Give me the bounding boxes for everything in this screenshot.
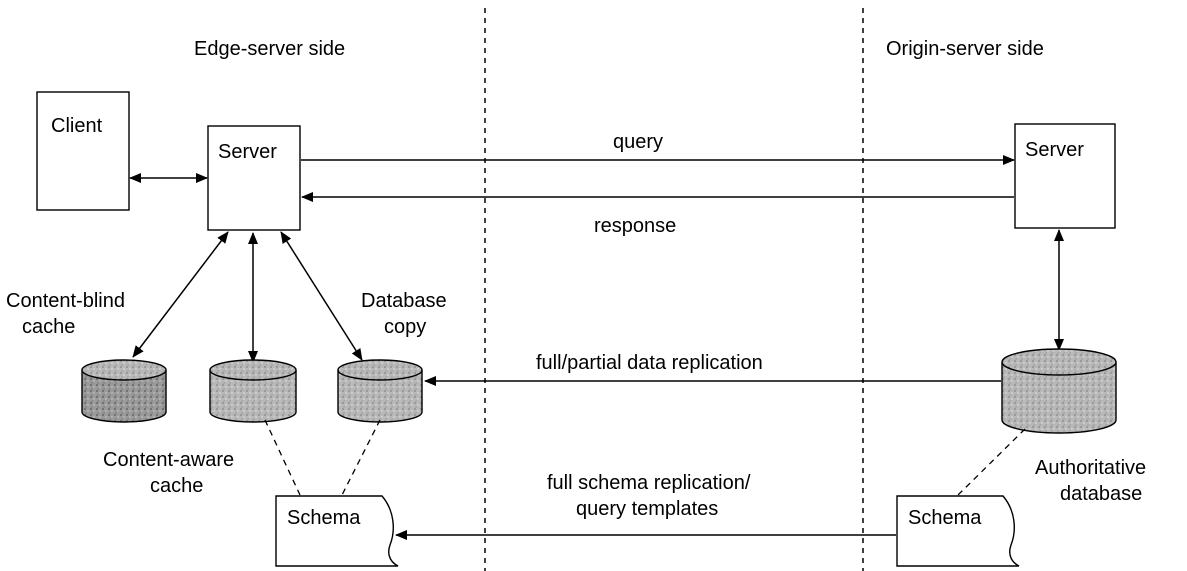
edge-server-box: Server xyxy=(207,125,301,231)
content-aware-cache-cylinder xyxy=(209,359,297,423)
response-label: response xyxy=(594,215,676,237)
origin-server-label: Server xyxy=(1025,139,1084,161)
schema-replication-label: full schema replication/ query templates xyxy=(547,472,756,520)
content-blind-cache-cylinder xyxy=(81,359,167,423)
origin-schema-label: Schema xyxy=(908,507,982,529)
authoritative-database-label: Authoritative database xyxy=(1035,457,1152,505)
client-label: Client xyxy=(51,115,103,137)
content-aware-cache-label: Content-aware cache xyxy=(103,449,240,497)
authoritative-database-cylinder xyxy=(1001,348,1117,434)
client-box: Client xyxy=(36,91,130,211)
query-label: query xyxy=(613,131,663,153)
aware-cache-schema-link xyxy=(264,419,301,496)
content-blind-cache-label: Content-blind cache xyxy=(6,290,131,338)
db-copy-schema-link xyxy=(341,419,381,496)
edge-server-label: Server xyxy=(218,141,277,163)
origin-side-title: Origin-server side xyxy=(886,38,1044,60)
origin-schema-document: Schema xyxy=(896,495,1020,567)
server-db-copy-arrow xyxy=(280,231,363,361)
database-copy-cylinder xyxy=(337,359,423,423)
edge-schema-label: Schema xyxy=(287,507,361,529)
origin-server-box: Server xyxy=(1014,123,1116,229)
data-replication-label: full/partial data replication xyxy=(536,352,763,374)
server-blind-cache-arrow xyxy=(132,231,229,358)
authoritative-db-schema-link xyxy=(957,428,1026,496)
database-copy-label: Database copy xyxy=(361,290,452,338)
edge-side-title: Edge-server side xyxy=(194,38,345,60)
edge-schema-document: Schema xyxy=(275,495,399,567)
